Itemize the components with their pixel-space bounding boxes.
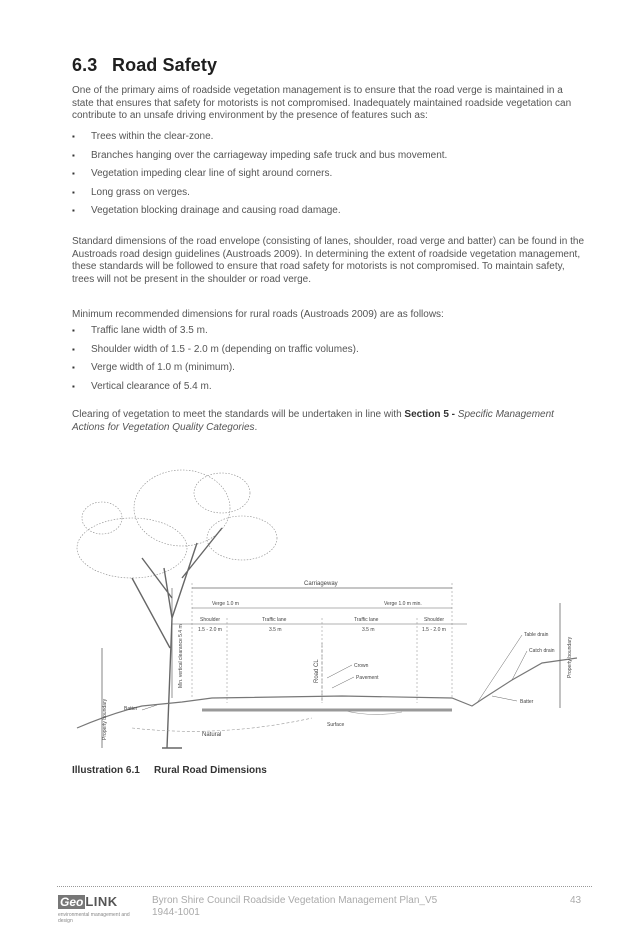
lane-right-dim: 3.5 m — [362, 627, 375, 633]
clearing-end: . — [254, 421, 258, 433]
caption-text: Rural Road Dimensions — [154, 765, 267, 776]
section-title: Road Safety — [112, 55, 218, 75]
shoulder-left-dim: 1.5 - 2.0 m — [198, 627, 222, 633]
footer-divider — [57, 886, 592, 887]
list-item: Vegetation impeding clear line of sight … — [72, 165, 587, 184]
shoulder-right-dim: 1.5 - 2.0 m — [422, 627, 446, 633]
lane-left-dim: 3.5 m — [269, 627, 282, 633]
verge-left-label: Verge 1.0 m — [212, 601, 239, 607]
list-item: Traffic lane width of 3.5 m. — [72, 322, 587, 341]
property-boundary-left-label: Property boundary — [102, 698, 108, 740]
surface-label: Surface — [327, 722, 344, 728]
section-number: 6.3 — [72, 55, 98, 75]
road-cl-label: Road CL — [314, 659, 320, 683]
list-item: Shoulder width of 1.5 - 2.0 m (depending… — [72, 341, 587, 360]
list-item: Vegetation blocking drainage and causing… — [72, 202, 587, 221]
pavement-label: Pavement — [356, 675, 379, 681]
list-item: Vertical clearance of 5.4 m. — [72, 378, 587, 397]
list-item: Verge width of 1.0 m (minimum). — [72, 359, 587, 378]
page-number: 43 — [570, 895, 582, 906]
reference-dash: - — [448, 409, 458, 420]
traffic-lane-left-label: Traffic lane — [262, 617, 287, 623]
section-heading: 6.3 Road Safety — [72, 55, 217, 76]
intro-paragraph: One of the primary aims of roadside vege… — [72, 85, 572, 122]
feature-list: Trees within the clear-zone. Branches ha… — [72, 128, 587, 221]
shoulder-left-label: Shoulder — [200, 617, 220, 623]
clearing-text: Clearing of vegetation to meet the stand… — [72, 409, 405, 420]
list-item: Trees within the clear-zone. — [72, 128, 587, 147]
traffic-lane-right-label: Traffic lane — [354, 617, 379, 623]
table-drain-label: Table drain — [524, 632, 549, 638]
standards-paragraph: Standard dimensions of the road envelope… — [72, 236, 585, 285]
carriageway-label: Carriageway — [304, 581, 338, 587]
road-dimensions-illustration: Carriageway Verge 1.0 m Verge 1.0 m min.… — [76, 469, 578, 749]
catch-drain-label: Catch drain — [529, 648, 555, 654]
clearing-paragraph: Clearing of vegetation to meet the stand… — [72, 409, 587, 434]
batter-left-label: Batter — [124, 706, 138, 712]
list-item: Long grass on verges. — [72, 184, 587, 203]
clearance-label: Min. vertical clearance 5.4 m — [178, 624, 184, 688]
footer-reference: 1944-1001 — [152, 907, 200, 918]
footer-document-title: Byron Shire Council Roadside Vegetation … — [152, 895, 438, 906]
logo-geo: Geo — [58, 895, 86, 909]
minimum-intro: Minimum recommended dimensions for rural… — [72, 309, 444, 320]
shoulder-right-label: Shoulder — [424, 617, 444, 623]
footer-text: Byron Shire Council Roadside Vegetation … — [152, 895, 437, 919]
property-boundary-right-label: Property boundary — [567, 636, 573, 678]
logo-tagline: environmental management and design — [58, 912, 130, 924]
logo-link: LINK — [85, 894, 118, 909]
crown-label: Crown — [354, 663, 369, 669]
illustration-caption: Illustration 6.1 Rural Road Dimensions — [72, 765, 267, 776]
dimension-list: Traffic lane width of 3.5 m. Shoulder wi… — [72, 322, 587, 396]
batter-right-label: Batter — [520, 699, 534, 705]
natural-label: Natural — [202, 732, 221, 738]
section-reference[interactable]: Section 5 — [404, 409, 449, 420]
verge-right-label: Verge 1.0 m min. — [384, 601, 422, 607]
reference-title: Specific Management Actions for Vegetati… — [72, 409, 554, 433]
caption-label: Illustration 6.1 — [72, 765, 140, 776]
list-item: Branches hanging over the carriageway im… — [72, 147, 587, 166]
